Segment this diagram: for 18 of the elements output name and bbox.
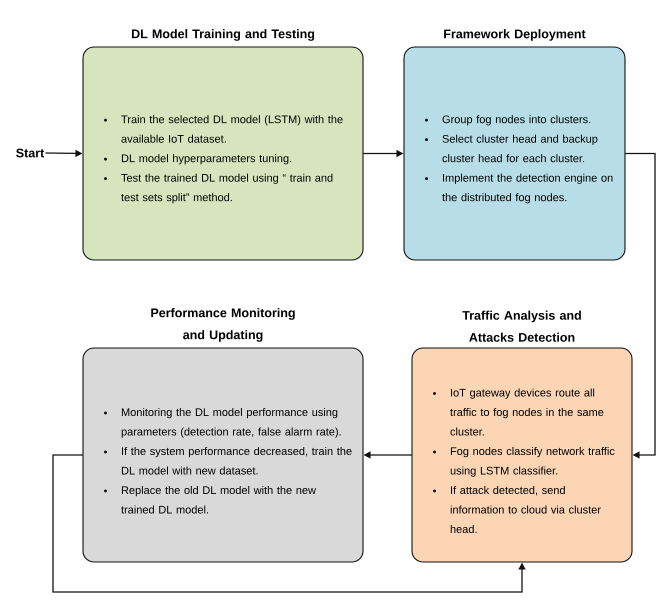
bullet-text: Train the selected DL model (LSTM) with the available IoT dataset. [121,115,343,143]
arrow [626,152,656,459]
start-label: Start [16,148,44,158]
bullet-text: IoT gateway devices route all traffic to fog nodes in the same cluster. [450,388,604,436]
bullet-text: DL model hyperparameters tuning. [122,154,292,164]
bullet-text: Implement the detection engine on the distributed fog nodes. [442,174,612,204]
box-heading: Framework Deployment [444,29,586,41]
bullet-text: Replace the old DL model with the new trained DL model. [121,486,316,514]
box-heading: DL Model Training and Testing [132,29,314,41]
bullet-text: Test the trained DL model using “ train and test sets split” method. [121,174,332,204]
box-heading: Performance Monitoring and Updating [151,308,295,342]
bullet-text: Monitoring the DL model performance using parameters (detection rate, false alarm rate). [122,408,341,438]
bullet-text: Select cluster head and backup cluster head for each cluster. [442,134,598,162]
box-heading: Traffic Analysis and Attacks Detection [462,310,581,342]
bullet-text: If attack detected, send information to cloud via cluster head. [450,486,601,534]
bullet-text: If the system performance decreased, train the DL model with new dataset. [122,446,352,475]
bullet-text: Group fog nodes into clusters. [442,115,590,126]
bullet-text: Fog nodes classify network traffic using LSTM classifier. [450,446,615,477]
